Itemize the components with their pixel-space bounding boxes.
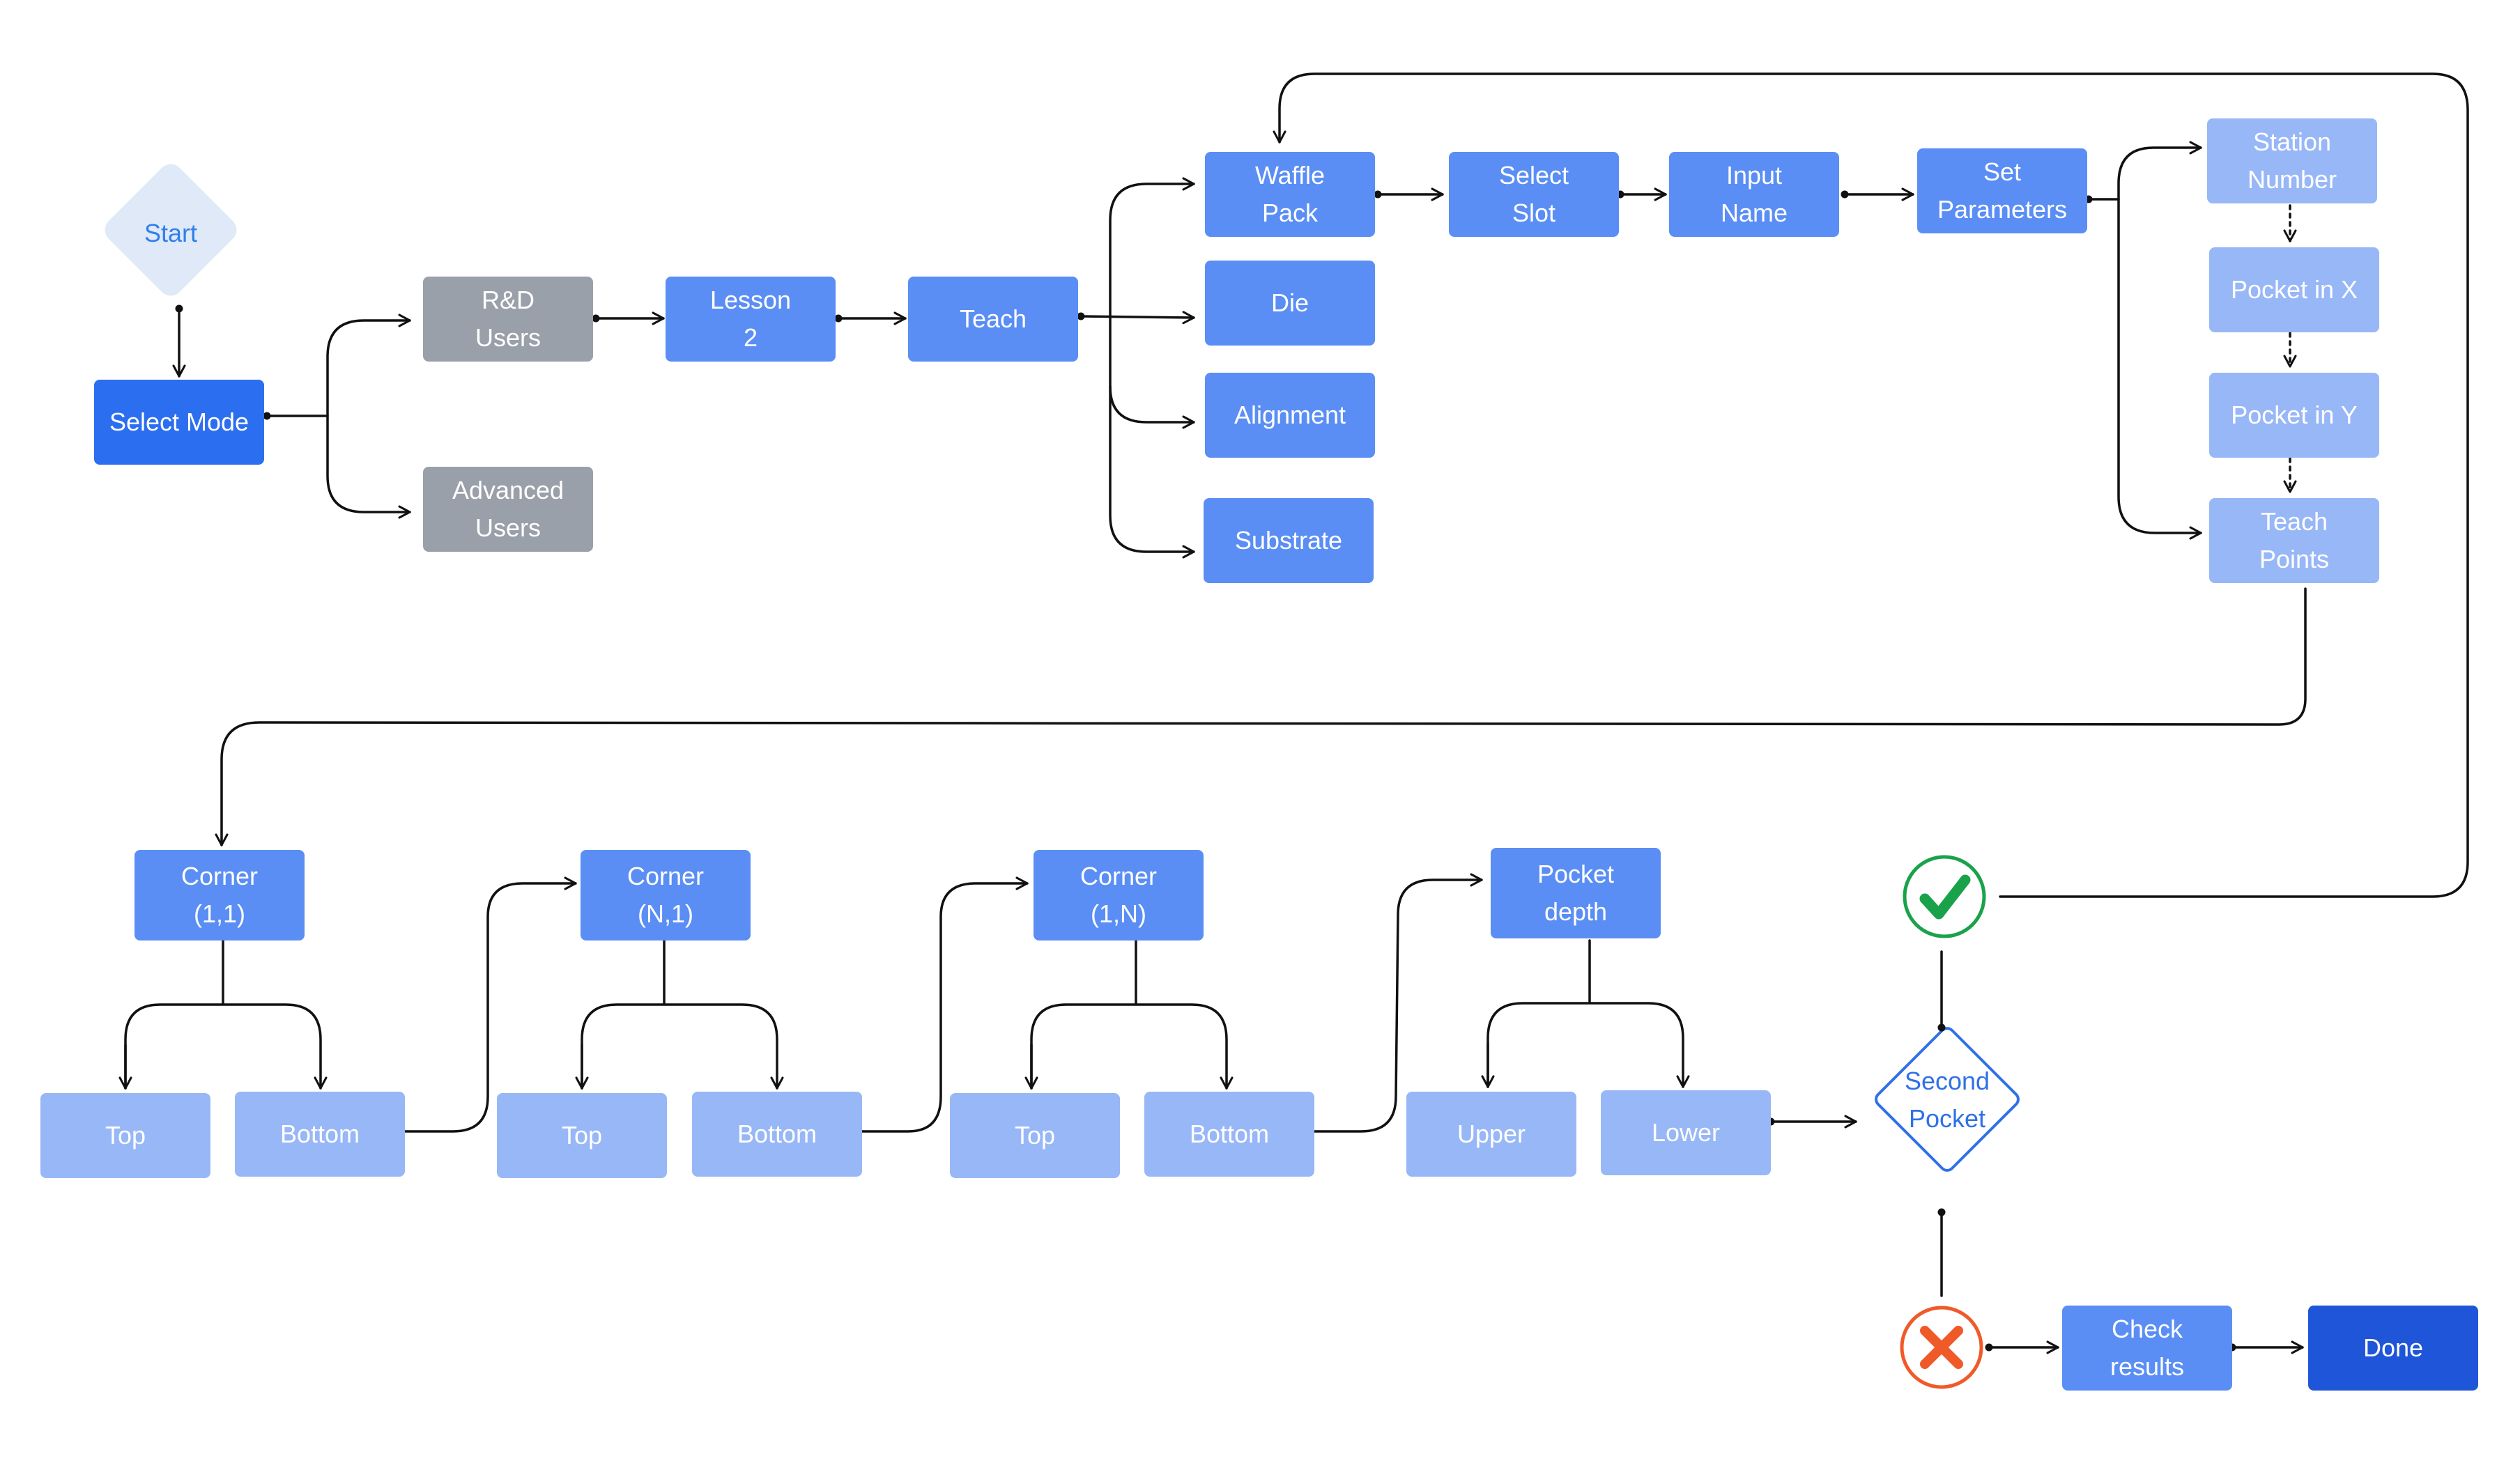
edge-teach-substrate (1109, 385, 1195, 559)
corner-1-n-node[interactable]: Corner (1,N) (1034, 850, 1204, 940)
bottom-2-node[interactable]: Bottom (692, 1092, 862, 1177)
pocket-depth-node[interactable]: Pocket depth (1491, 848, 1661, 938)
alignment-node[interactable]: Alignment (1205, 373, 1375, 458)
rd-users-node[interactable]: R&D Users (423, 277, 593, 362)
top-1-node[interactable]: Top (40, 1093, 210, 1178)
upper-node[interactable]: Upper (1406, 1092, 1576, 1177)
edge-corner1n-branch (1030, 939, 1227, 1088)
done-button[interactable]: Done (2308, 1306, 2478, 1391)
edge-teach-die (1077, 311, 1195, 325)
station-number-node[interactable]: Station Number (2207, 118, 2377, 203)
edge-teach-alignment (1109, 315, 1195, 429)
edge-cornern1-branch (581, 939, 777, 1088)
second-pocket-diamond (1875, 1027, 2020, 1172)
edge-corner11-branch (124, 939, 321, 1088)
input-name-node[interactable]: Input Name (1669, 152, 1839, 237)
die-node[interactable]: Die (1205, 261, 1375, 346)
select-slot-node[interactable]: Select Slot (1449, 152, 1619, 237)
second-pocket-decision[interactable]: Second Pocket (1904, 1067, 1990, 1133)
pocket-in-y-node[interactable]: Pocket in Y (2209, 373, 2379, 458)
start-node[interactable]: Start (144, 219, 198, 247)
top-2-node[interactable]: Top (497, 1093, 667, 1178)
bottom-1-node[interactable]: Bottom (235, 1092, 405, 1177)
select-mode-button[interactable]: Select Mode (94, 380, 264, 465)
waffle-pack-node[interactable]: Waffle Pack (1205, 152, 1375, 237)
edge-bottom3-pocketdepth (1309, 873, 1483, 1133)
set-parameters-node[interactable]: Set Parameters (1917, 148, 2087, 233)
lesson-2-node[interactable]: Lesson 2 (666, 277, 836, 362)
check-circle-icon (1903, 855, 1986, 938)
edge-bottom2-corner1n (858, 876, 1029, 1133)
substrate-node[interactable]: Substrate (1204, 498, 1374, 583)
edge-teachpoints-corner11 (215, 587, 2307, 846)
cross-circle-icon (1900, 1306, 1983, 1389)
edge-mode-advanced (326, 415, 411, 519)
top-3-node[interactable]: Top (950, 1093, 1120, 1178)
corner-n-1-node[interactable]: Corner (N,1) (581, 850, 751, 940)
pocket-in-x-node[interactable]: Pocket in X (2209, 247, 2379, 332)
edge-bottom1-cornern1 (403, 876, 577, 1133)
edge-mode-rd (263, 314, 411, 420)
check-results-node[interactable]: Check results (2062, 1306, 2232, 1391)
edge-params-teachpoints (2117, 198, 2202, 540)
bottom-3-node[interactable]: Bottom (1144, 1092, 1314, 1177)
corner-1-1-node[interactable]: Corner (1,1) (135, 850, 305, 940)
edge-pocketdepth-branch (1486, 939, 1683, 1087)
lower-node[interactable]: Lower (1601, 1090, 1771, 1175)
teach-points-node[interactable]: Teach Points (2209, 498, 2379, 583)
teach-node[interactable]: Teach (908, 277, 1078, 362)
start-diamond (105, 164, 237, 296)
edge-params-station (2084, 141, 2202, 203)
edge-teach-waffle (1109, 177, 1195, 318)
advanced-users-node[interactable]: Advanced Users (423, 467, 593, 552)
edge-check-waffle-return (1273, 72, 2469, 898)
